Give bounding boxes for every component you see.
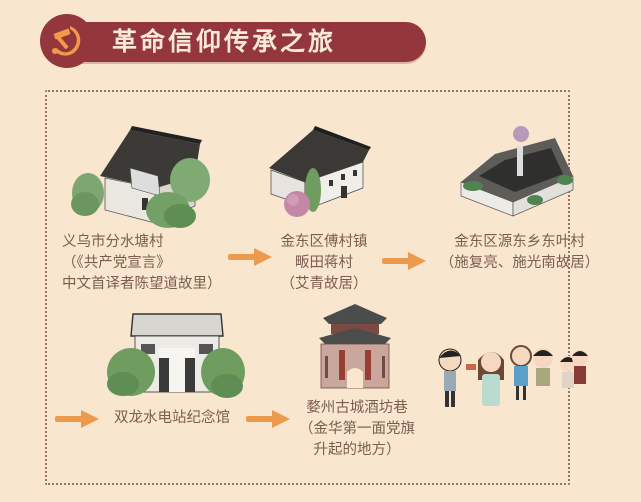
arrow-right-icon — [228, 248, 272, 270]
caption-stop-3: 金东区源东乡东叶村 （施复亮、施光南故居） — [432, 232, 607, 274]
illustration-shi-family-house — [455, 118, 580, 218]
caption-line: 金东区傅村镇 — [280, 234, 368, 250]
caption-line: 义乌市分水塘村 — [62, 234, 164, 250]
illustration-people-group — [428, 340, 588, 420]
illustration-ai-qing-house — [265, 120, 375, 220]
caption-line: 中文首译者陈望道故里） — [62, 276, 222, 292]
caption-line: （金华第一面党旗 — [299, 421, 415, 437]
caption-line: （施复亮、施光南故居） — [439, 255, 600, 271]
arrow-right-icon — [246, 410, 290, 432]
caption-stop-4: 双龙水电站纪念馆 — [104, 408, 240, 429]
caption-stop-2: 金东区傅村镇 畈田蒋村 （艾青故居） — [272, 232, 376, 295]
illustration-wuzhou-ancient-city — [315, 300, 395, 392]
hammer-sickle-icon — [52, 26, 81, 56]
route-frame — [45, 90, 570, 485]
title-banner: 革命信仰传承之旅 — [40, 14, 428, 68]
caption-line: 升起的地方） — [313, 442, 401, 458]
caption-line: （《共产党宣言》 — [62, 255, 171, 271]
caption-line: 金东区源东乡东叶村 — [454, 234, 585, 250]
caption-stop-5: 婺州古城酒坊巷 （金华第一面党旗 升起的地方） — [292, 398, 422, 461]
arrow-right-icon — [382, 252, 426, 274]
caption-line: （艾青故居） — [280, 276, 368, 292]
arrow-right-icon — [55, 410, 99, 432]
banner-emblem — [40, 14, 94, 68]
illustration-shuanglong-memorial — [105, 308, 245, 400]
caption-line: 双龙水电站纪念馆 — [114, 410, 230, 426]
caption-stop-1: 义乌市分水塘村 （《共产党宣言》 中文首译者陈望道故里） — [62, 232, 222, 295]
caption-line: 婺州古城酒坊巷 — [306, 400, 408, 416]
illustration-chen-wangdao-house — [60, 118, 220, 230]
banner-title: 革命信仰传承之旅 — [112, 27, 337, 56]
caption-line: 畈田蒋村 — [295, 255, 353, 271]
banner-bar — [76, 22, 426, 62]
